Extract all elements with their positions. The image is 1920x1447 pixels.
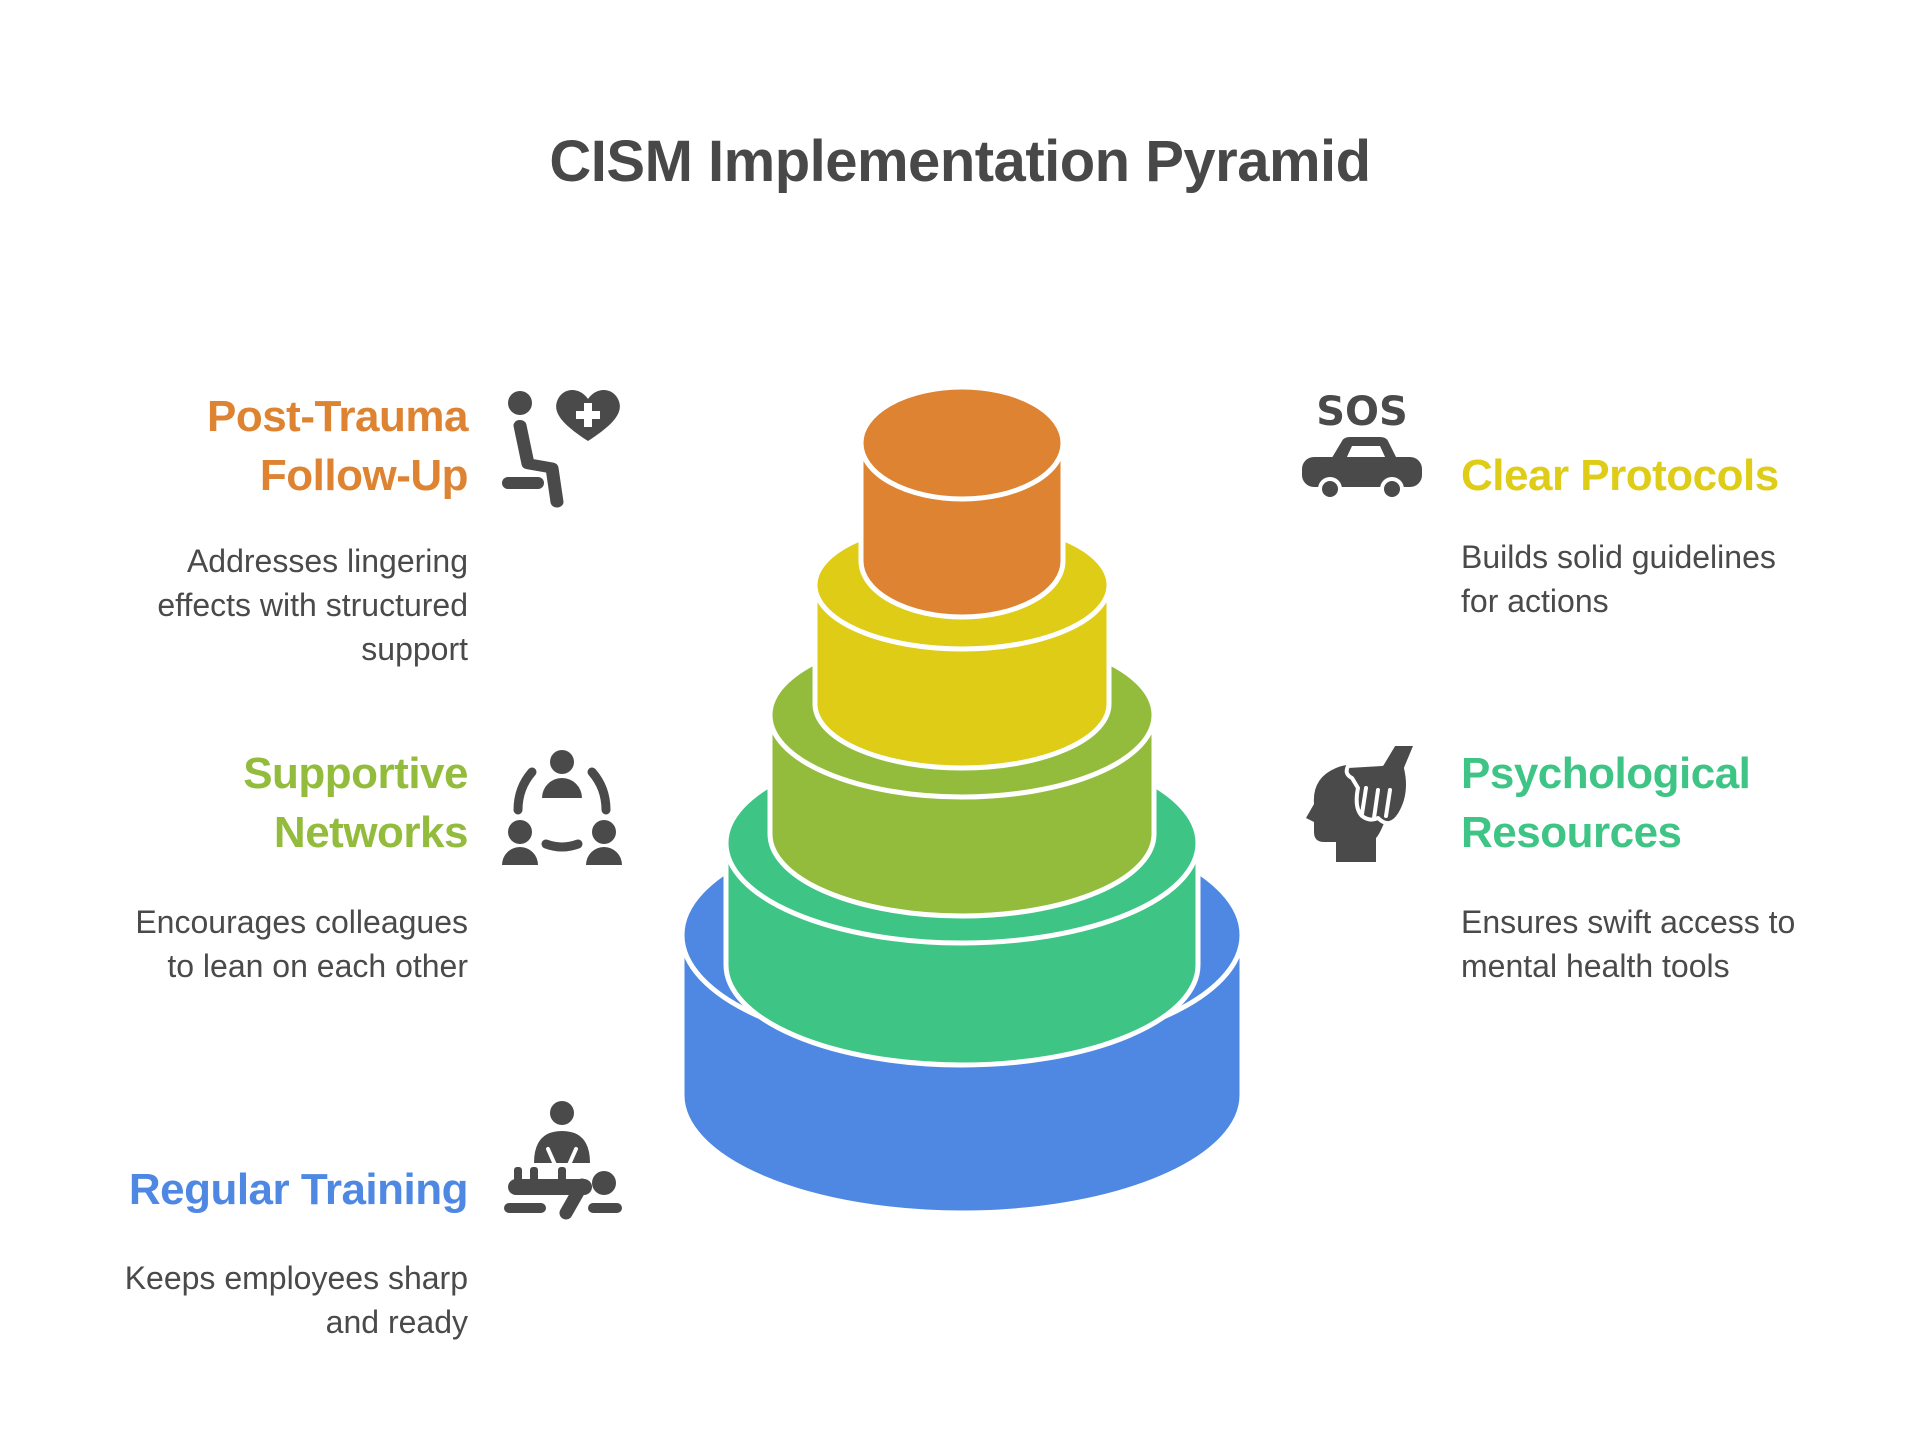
- regular-training-description: Keeps employees sharp and ready: [28, 1256, 468, 1344]
- supportive-networks-heading: Supportive Networks: [28, 744, 468, 862]
- label-regular-training: Regular Training Keeps employees sharp a…: [28, 1160, 469, 1344]
- tier-top: [858, 384, 1066, 502]
- cpr-training-icon: [500, 1095, 625, 1220]
- heading-line: Post-Trauma: [206, 392, 469, 441]
- desc-line: Builds solid guidelines: [1461, 539, 1776, 575]
- regular-training-heading: Regular Training: [28, 1160, 469, 1219]
- page-title: CISM Implementation Pyramid: [549, 129, 1371, 194]
- sos-car-icon: SOS: [1300, 383, 1425, 508]
- heading-line: Clear Protocols: [1461, 451, 1779, 500]
- heading-line: Psychological: [1461, 749, 1751, 798]
- head-hand-support-icon: [1300, 738, 1425, 863]
- label-post-trauma: Post-Trauma Follow-Up Addresses lingerin…: [28, 387, 468, 671]
- clear-protocols-heading: Clear Protocols: [1461, 446, 1901, 505]
- sos-label: SOS: [1316, 389, 1408, 435]
- post-trauma-heading: Post-Trauma Follow-Up: [28, 387, 469, 505]
- heading-line: Regular Training: [128, 1165, 469, 1214]
- desc-line: for actions: [1461, 583, 1609, 619]
- heading-line: Follow-Up: [259, 451, 469, 500]
- label-clear-protocols: Clear Protocols Builds solid guidelines …: [1461, 446, 1901, 623]
- psychological-resources-heading: Psychological Resources: [1461, 744, 1901, 862]
- desc-line: mental health tools: [1461, 948, 1730, 984]
- heading-line: Resources: [1461, 808, 1682, 857]
- clear-protocols-description: Builds solid guidelines for actions: [1461, 535, 1901, 623]
- heading-line: Supportive: [243, 749, 468, 798]
- desc-line: Encourages colleagues: [135, 904, 468, 940]
- desc-line: to lean on each other: [167, 948, 468, 984]
- desc-line: Keeps employees sharp: [124, 1260, 468, 1296]
- label-supportive-networks: Supportive Networks Encourages colleague…: [28, 744, 468, 988]
- desc-line: Addresses lingering: [186, 543, 468, 579]
- label-psychological-resources: Psychological Resources Ensures swift ac…: [1461, 744, 1901, 988]
- heading-line: Networks: [273, 808, 469, 857]
- seated-person-heart-icon: [500, 383, 625, 508]
- supportive-networks-description: Encourages colleagues to lean on each ot…: [28, 900, 468, 988]
- tier-post-trauma-follow-up: [858, 384, 1066, 620]
- desc-line: support: [361, 631, 468, 667]
- post-trauma-description: Addresses lingering effects with structu…: [28, 539, 468, 671]
- psychological-resources-description: Ensures swift access to mental health to…: [1461, 900, 1901, 988]
- desc-line: and ready: [325, 1304, 468, 1340]
- desc-line: effects with structured: [157, 587, 468, 623]
- people-network-icon: [500, 740, 625, 865]
- desc-line: Ensures swift access to: [1461, 904, 1796, 940]
